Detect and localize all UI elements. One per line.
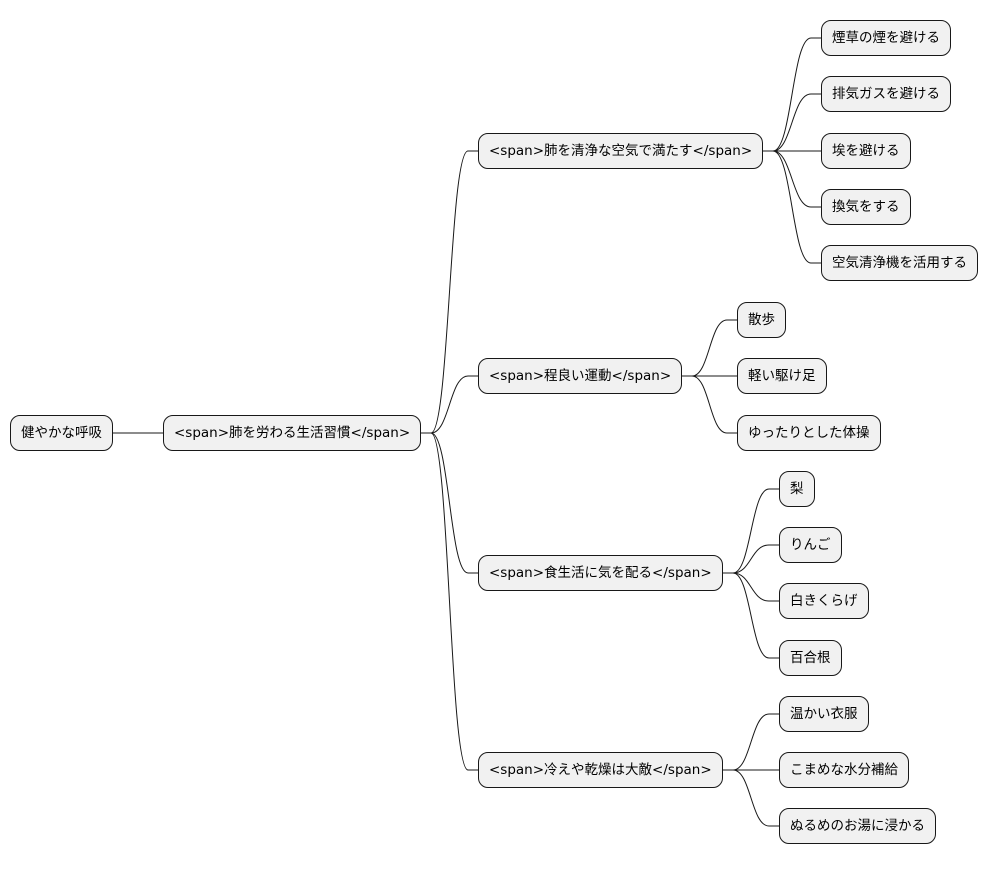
leaf-node: 空気清浄機を活用する [821,245,978,281]
leaf-node: 百合根 [779,640,842,676]
edge-main-branch-0 [421,150,478,434]
leaf-node: 梨 [779,471,815,507]
leaf-node: 換気をする [821,189,911,225]
root-node: 健やかな呼吸 [10,415,113,451]
branch-node-cold-dryness: <span>冷えや乾燥は大敵</span> [478,752,723,788]
edge-branch-2-leaf-0 [723,488,779,574]
leaf-node: 排気ガスを避ける [821,76,951,112]
leaf-node: りんご [779,527,842,563]
edge-branch-0-leaf-4 [763,150,821,264]
leaf-node: 軽い駆け足 [737,358,827,394]
edge-branch-3-leaf-2 [723,769,779,827]
edge-branch-1-leaf-2 [682,375,737,434]
leaf-node: ゆったりとした体操 [737,415,881,451]
edge-main-branch-1 [421,375,478,434]
edge-branch-0-leaf-0 [763,37,821,152]
edge-branch-2-leaf-1 [723,544,779,574]
branch-node-clean-air: <span>肺を清浄な空気で満たす</span> [478,133,764,169]
edge-main-branch-3 [421,432,478,771]
edge-branch-0-leaf-3 [763,150,821,208]
edge-main-branch-2 [421,432,478,574]
leaf-node: こまめな水分補給 [779,752,909,788]
leaf-node: ぬるめのお湯に浸かる [779,808,936,844]
leaf-node: 温かい衣服 [779,696,869,732]
leaf-node: 煙草の煙を避ける [821,20,951,56]
edge-branch-2-leaf-3 [723,572,779,659]
branch-node-diet: <span>食生活に気を配る</span> [478,555,723,591]
edge-branch-0-leaf-1 [763,93,821,152]
leaf-node: 白きくらげ [779,583,869,619]
edge-branch-1-leaf-0 [682,319,737,377]
main-topic-node: <span>肺を労わる生活習慣</span> [163,415,422,451]
branch-node-exercise: <span>程良い運動</span> [478,358,683,394]
edge-branch-3-leaf-0 [723,713,779,771]
leaf-node: 埃を避ける [821,133,911,169]
edge-branch-2-leaf-2 [723,572,779,602]
leaf-node: 散歩 [737,302,786,338]
